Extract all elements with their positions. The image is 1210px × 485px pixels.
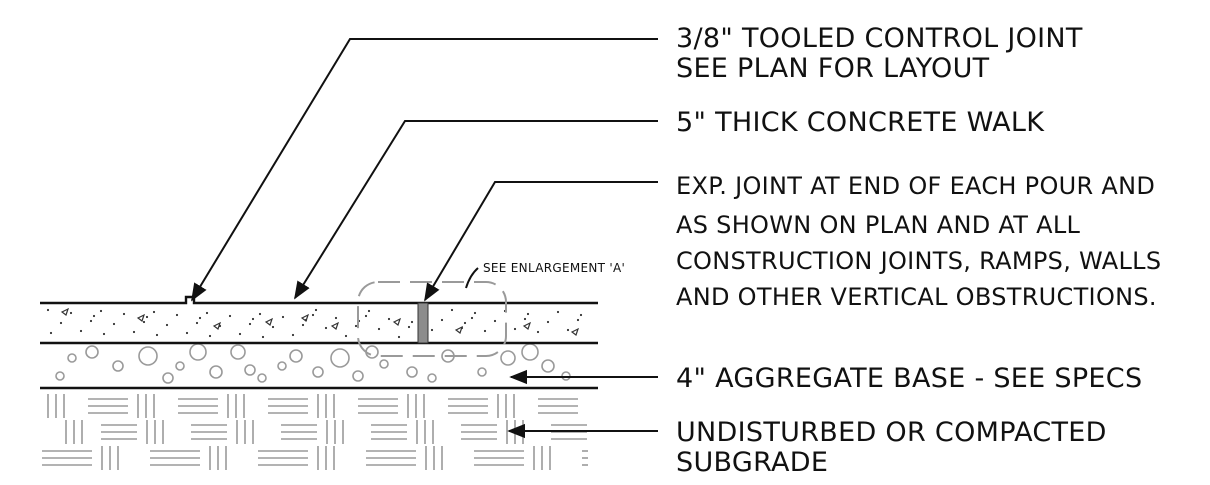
- leader-concrete-walk: [294, 120, 658, 300]
- expansion-joint-line3: CONSTRUCTION JOINTS, RAMPS, WALLS: [676, 247, 1161, 275]
- callout-control-joint: 3/8" TOOLED CONTROL JOINT SEE PLAN FOR L…: [676, 23, 1083, 84]
- control-joint-line2: SEE PLAN FOR LAYOUT: [676, 53, 990, 84]
- expansion-joint-line2: AS SHOWN ON PLAN AND AT ALL: [676, 211, 1081, 239]
- callout-expansion-joint: EXP. JOINT AT END OF EACH POUR AND AS SH…: [676, 172, 1161, 311]
- enlargement-boundary: [357, 281, 507, 357]
- expansion-joint-filler: [417, 302, 429, 344]
- aggregate-base-layer: [55, 343, 571, 384]
- walk-surface-line: [40, 295, 598, 305]
- control-joint-line1: 3/8" TOOLED CONTROL JOINT: [676, 23, 1083, 54]
- leader-expansion-joint: [424, 181, 658, 302]
- expansion-joint-line1: EXP. JOINT AT END OF EACH POUR AND: [676, 172, 1155, 200]
- leader-control-joint: [191, 38, 658, 302]
- subgrade-hatch: [42, 394, 588, 470]
- expansion-joint-line4: AND OTHER VERTICAL OBSTRUCTIONS.: [676, 283, 1157, 311]
- aggregate-base-label: 4" AGGREGATE BASE - SEE SPECS: [676, 363, 1142, 394]
- subgrade-line1: UNDISTURBED OR COMPACTED: [676, 417, 1107, 448]
- subgrade-line2: SUBGRADE: [676, 447, 828, 478]
- leaders: [191, 38, 658, 439]
- callout-subgrade: UNDISTURBED OR COMPACTED SUBGRADE: [676, 417, 1107, 478]
- leader-enlargement: [465, 267, 479, 289]
- enlargement-note: SEE ENLARGEMENT 'A': [483, 261, 625, 275]
- layer-lines: [40, 295, 598, 390]
- concrete-stipple: [46, 307, 583, 339]
- concrete-walk-label: 5" THICK CONCRETE WALK: [676, 107, 1045, 138]
